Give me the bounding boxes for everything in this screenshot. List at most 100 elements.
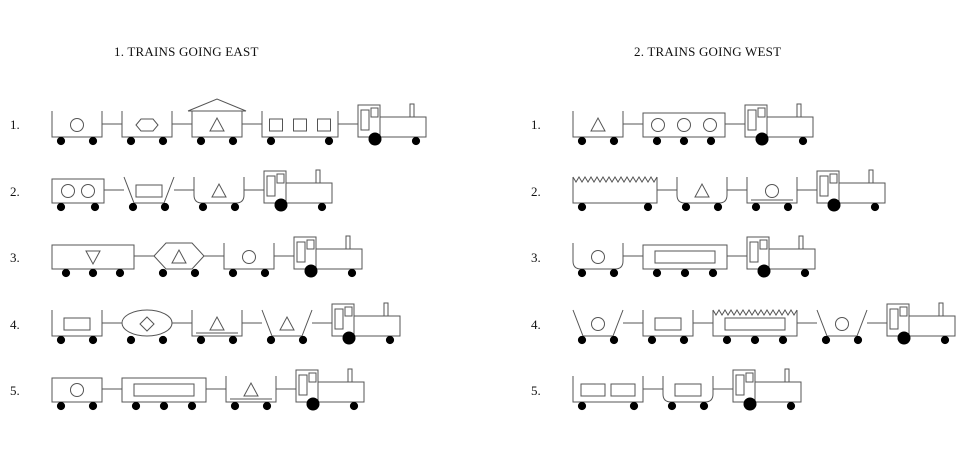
- wagon-body: [51, 111, 103, 138]
- wheel: [90, 202, 100, 212]
- locomotive-window: [360, 109, 370, 131]
- locomotive-boiler: [768, 248, 816, 270]
- locomotive-window: [749, 241, 759, 263]
- wagon-body: [191, 111, 243, 138]
- wheel: [679, 335, 689, 345]
- wheel: [260, 268, 270, 278]
- wheel: [800, 268, 810, 278]
- wheel: [115, 268, 125, 278]
- locomotive: [816, 169, 886, 212]
- wheel: [228, 136, 238, 146]
- wheel: [88, 335, 98, 345]
- wheel: [198, 202, 208, 212]
- wheel: [262, 401, 272, 411]
- wheel: [56, 136, 66, 146]
- locomotive-window: [344, 306, 353, 317]
- panel-title-west: 2. TRAINS GOING WEST: [634, 44, 782, 59]
- load-triangle: [694, 182, 710, 198]
- wheel: [647, 335, 657, 345]
- locomotive-chimney: [938, 302, 944, 317]
- locomotive-big-wheel: [274, 198, 288, 212]
- wheel: [266, 335, 276, 345]
- wagon-closed-rect: [121, 377, 207, 411]
- wheel: [667, 401, 677, 411]
- wheel: [196, 335, 206, 345]
- load-triangle: [243, 381, 259, 397]
- locomotive-window: [298, 374, 308, 396]
- locomotive-boiler: [285, 182, 333, 204]
- locomotive-window: [759, 239, 768, 250]
- locomotive-chimney: [868, 169, 874, 184]
- locomotive-big-wheel: [827, 198, 841, 212]
- wheel: [349, 401, 359, 411]
- load-rectangle: [293, 118, 307, 132]
- locomotive-chimney: [796, 103, 802, 118]
- load-circle: [61, 184, 75, 198]
- wagon-body: [572, 111, 624, 138]
- wheel: [609, 136, 619, 146]
- locomotive: [331, 302, 401, 345]
- load-circle: [651, 118, 665, 132]
- wagon-closed-rect: [642, 112, 726, 146]
- wagon-open-rect: [51, 310, 103, 345]
- wagon-jagged-roof: [712, 309, 798, 316]
- wheel: [317, 202, 327, 212]
- wagon-body: [51, 178, 105, 204]
- wheel: [577, 335, 587, 345]
- locomotive: [295, 368, 365, 411]
- load-triangle: [279, 315, 295, 331]
- wheel: [629, 401, 639, 411]
- wagon-body: [816, 309, 868, 337]
- locomotive: [746, 235, 816, 278]
- load-rectangle: [317, 118, 331, 132]
- wagon-body: [51, 244, 135, 270]
- wheel: [652, 268, 662, 278]
- locomotive-boiler: [838, 182, 886, 204]
- locomotive: [886, 302, 956, 345]
- locomotive-big-wheel: [755, 132, 769, 146]
- wheel: [126, 335, 136, 345]
- wagon-open-rect: [223, 243, 275, 278]
- row-label-west-4: 4.: [531, 317, 541, 332]
- wheel: [940, 335, 950, 345]
- wheel: [708, 268, 718, 278]
- wagon-body: [51, 377, 103, 403]
- wheel: [159, 401, 169, 411]
- wheel: [88, 136, 98, 146]
- locomotive-chimney: [798, 235, 804, 250]
- locomotive: [293, 235, 363, 278]
- wagon-body: [225, 376, 277, 403]
- load-circle: [591, 317, 605, 331]
- wagon-body: [572, 309, 624, 337]
- load-circle: [703, 118, 717, 132]
- load-rectangle: [654, 250, 716, 264]
- wagon-body: [662, 376, 714, 403]
- load-triangle: [171, 248, 187, 264]
- wheel: [56, 202, 66, 212]
- row-label-east-1: 1.: [10, 117, 20, 132]
- load-rectangle: [724, 317, 786, 331]
- locomotive: [744, 103, 814, 146]
- wheel: [652, 136, 662, 146]
- wheel: [577, 202, 587, 212]
- load-rectangle: [63, 317, 91, 331]
- locomotive-window: [276, 173, 285, 184]
- wagon-jagged-top: [572, 176, 658, 212]
- wagon-body: [223, 243, 275, 270]
- wheel: [411, 136, 421, 146]
- load-circle: [835, 317, 849, 331]
- load-circle: [70, 383, 84, 397]
- locomotive-window: [757, 107, 766, 118]
- locomotive-big-wheel: [897, 331, 911, 345]
- wagon-closed-rect: [51, 244, 135, 278]
- wagon-body: [261, 111, 339, 138]
- locomotive-chimney: [315, 169, 321, 184]
- wheel: [347, 268, 357, 278]
- wheel: [798, 136, 808, 146]
- wagon-hexagon: [153, 242, 205, 278]
- locomotive-boiler: [754, 381, 802, 403]
- wagon-trapezoid: [816, 309, 868, 345]
- wheel: [713, 202, 723, 212]
- wheel: [158, 335, 168, 345]
- wagon-body: [642, 244, 728, 270]
